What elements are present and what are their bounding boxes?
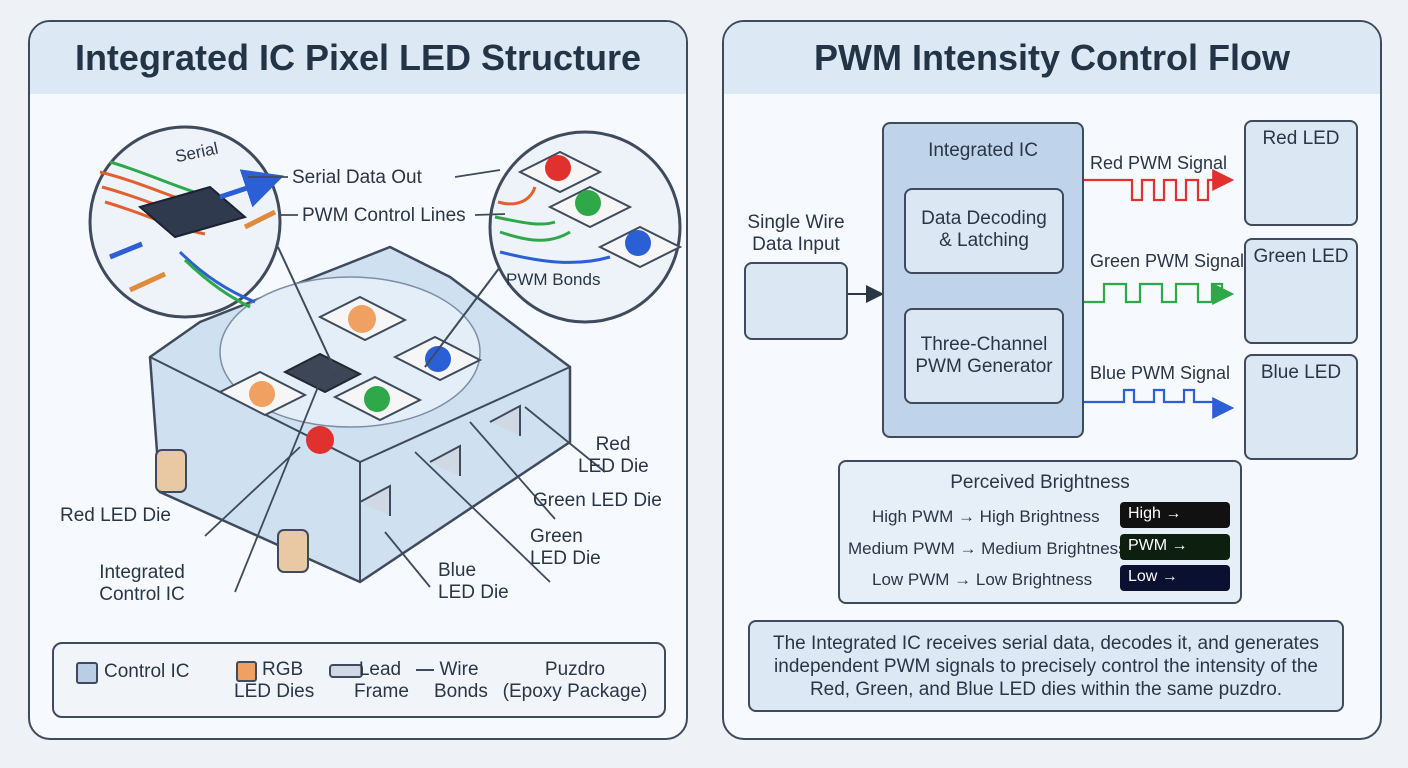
green-pwm-signal-label: Green PWM Signal [1090,251,1245,271]
pwm-generator-label: Three-Channel PWM Generator [915,334,1053,377]
control-ic-chip [282,352,363,394]
perceived-brightness-box: Perceived Brightness High PWM → High Bri… [838,460,1242,604]
label-green-led-die: Green LED Die [533,490,662,511]
label-red-led-die-right: Red LED Die [578,434,649,477]
legend-rgb-led-dies: RGB LED Dies [234,659,315,702]
label-green-led-die-lower: Green LED Die [530,526,601,569]
blue-pwm-signal-label: Blue PWM Signal [1090,363,1231,383]
label-pwm-bonds: PWM Bonds [506,270,601,289]
die-orange-left [217,370,308,417]
legend-wire-bonds: Wire Bonds [434,659,488,702]
label-pwm-control-lines: PWM Control Lines [302,205,466,226]
label-integrated-control-ic: Integrated Control IC [99,562,185,605]
callout-leaders [204,169,606,593]
legend-control-ic-swatch [76,662,98,684]
zoom-ic [88,125,284,319]
brightness-row-medium: Medium PWM → Medium Brightness [848,539,1127,558]
pwm-generator-box: Three-Channel PWM Generator [904,308,1064,404]
blue-pwm-waveform [1084,388,1235,419]
legend-lead-frame: Lead Frame [354,659,409,702]
flow-title: PWM Intensity Control Flow [724,22,1380,94]
green-pwm-waveform [1084,282,1235,305]
description-box: The Integrated IC receives serial data, … [748,620,1344,712]
description-text: The Integrated IC receives serial data, … [772,633,1320,700]
red-pwm-waveform [1084,169,1235,202]
red-led-box: Red LED [1244,120,1358,226]
die-blue [392,335,483,382]
zoom-dies [488,130,683,324]
legend: Control IC RGB LED Dies Lead Frame Wire … [52,642,666,718]
green-led-box: Green LED [1244,238,1358,344]
ic-title: Integrated IC [928,140,1038,161]
die-orange-top [317,295,408,342]
badge-medium: PWM → [1120,534,1230,560]
brightness-row-low: Low PWM → Low Brightness [872,570,1093,589]
legend-rgb-swatch [236,661,257,682]
red-pwm-signal-label: Red PWM Signal [1090,153,1228,173]
badge-high: High → [1120,502,1230,528]
structure-title: Integrated IC Pixel LED Structure [30,22,686,94]
legend-puzdro: Puzdro (Epoxy Package) [502,659,648,702]
legend-lead-frame-swatch [329,664,363,678]
die-green [332,375,423,422]
label-serial-data-out: Serial Data Out [292,167,422,188]
brightness-title: Perceived Brightness [950,472,1130,493]
zoom-connector-left [277,246,336,371]
die-red [306,426,334,454]
legend-wire-swatch [416,669,434,671]
flow-panel: PWM Intensity Control Flow [722,20,1382,740]
green-led-label: Green LED [1253,246,1349,267]
zoom-connector-right [424,266,501,368]
led-structure-illustration [88,125,683,593]
data-decoding-label: Data Decoding & Latching [921,208,1047,251]
label-red-led-die-left: Red LED Die [60,505,171,526]
brightness-row-high: High PWM → High Brightness [872,507,1100,526]
single-wire-input-box [744,262,848,340]
input-label: Single Wire Data Input [747,212,845,255]
blue-led-box: Blue LED [1244,354,1358,460]
label-blue-led-die: Blue LED Die [438,560,509,603]
lead-frame-tabs [155,404,521,573]
data-decoding-box: Data Decoding & Latching [904,188,1064,274]
integrated-ic-box: Integrated IC Data Decoding & Latching T… [882,122,1084,438]
red-led-label: Red LED [1262,128,1340,149]
badge-low: Low → [1120,565,1230,591]
structure-panel: Integrated IC Pixel LED Structure [28,20,688,740]
legend-control-ic: Control IC [104,661,190,682]
blue-led-label: Blue LED [1260,362,1342,383]
